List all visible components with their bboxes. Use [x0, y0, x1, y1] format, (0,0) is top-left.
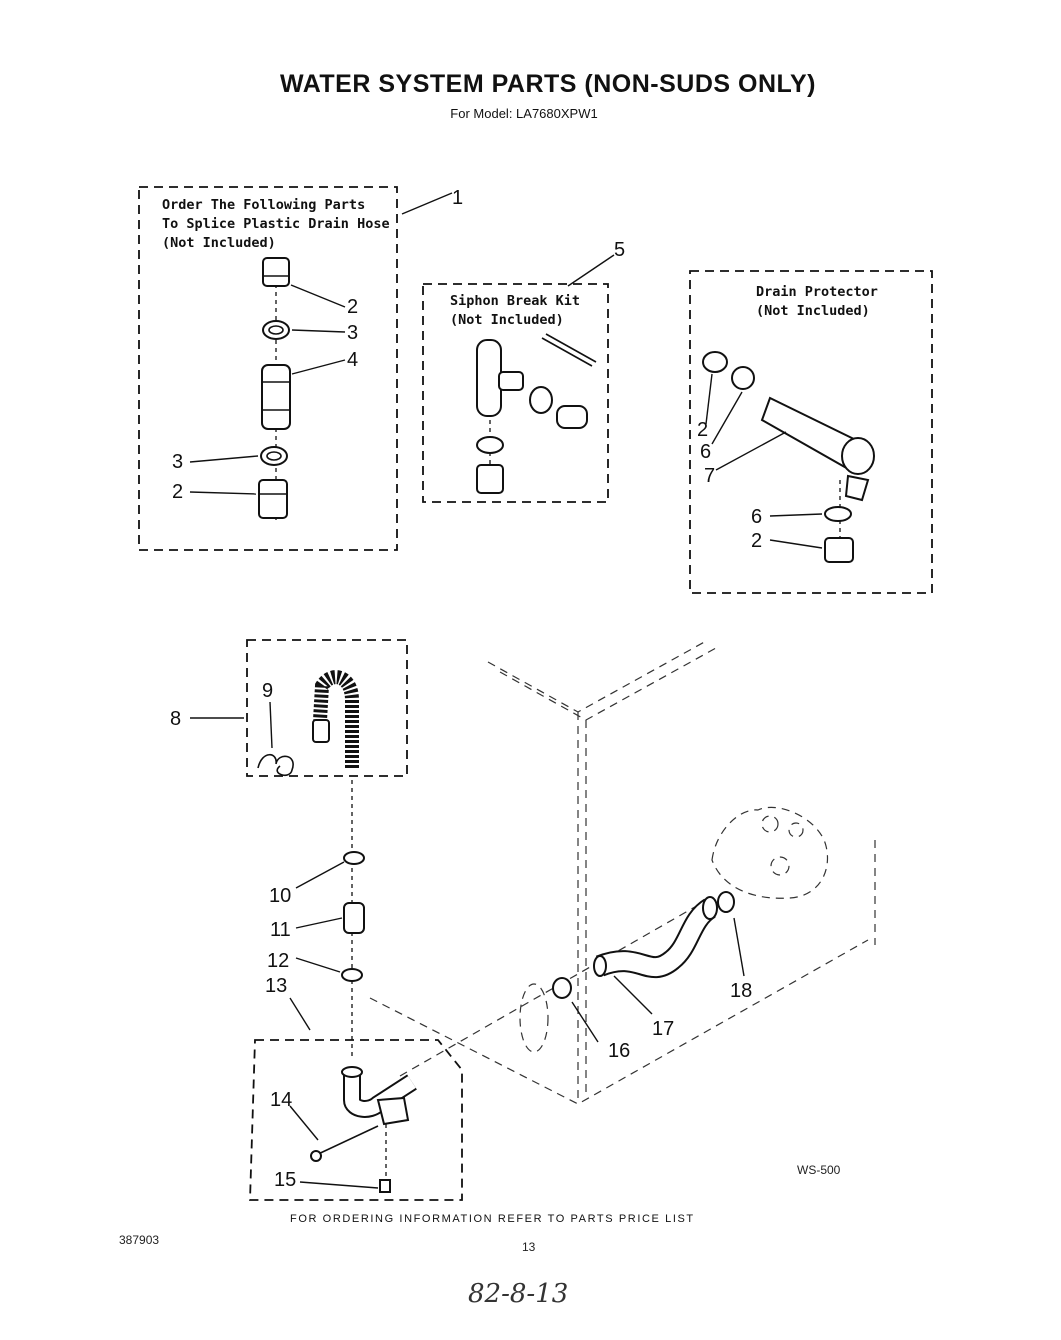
callout-16: 16	[608, 1040, 630, 1062]
washer-cabinet-outline	[369, 639, 876, 1105]
handwritten-note: 82-8-13	[468, 1279, 568, 1309]
callout-2: 2	[697, 419, 708, 441]
part-adapter-11	[343, 902, 365, 934]
part-hose-17	[593, 896, 718, 979]
ordering-note: FOR ORDERING INFORMATION REFER TO PARTS …	[290, 1213, 695, 1225]
callout-3: 3	[172, 451, 183, 473]
drain-hose-kit-box	[246, 639, 408, 777]
callout-18-leader	[733, 917, 745, 977]
callout-9: 9	[262, 680, 273, 702]
part-adapter-bottom	[258, 479, 288, 519]
callout-16-leader	[571, 1001, 599, 1043]
callout-2: 2	[172, 481, 183, 503]
callout-13-leader	[289, 997, 311, 1031]
part-siphon-pin	[541, 333, 597, 367]
document-number: 387903	[119, 1233, 159, 1247]
callout-8: 8	[170, 708, 181, 730]
page-title: WATER SYSTEM PARTS (NON-SUDS ONLY)	[280, 70, 816, 98]
callout-15: 15	[274, 1169, 296, 1191]
callout-2: 2	[751, 530, 762, 552]
callout-12: 12	[267, 950, 289, 972]
callout-3: 3	[347, 322, 358, 344]
drawing-code: WS-500	[797, 1163, 841, 1177]
part-siphon-ring	[476, 436, 504, 454]
part-drain-elbow	[341, 1066, 417, 1126]
splice-kit-box: Order The Following Parts To Splice Plas…	[138, 186, 398, 551]
part-protector-clamp-lower	[824, 506, 852, 522]
part-drain-hose	[312, 670, 359, 768]
part-connector	[261, 364, 291, 430]
callout-14: 14	[270, 1089, 292, 1111]
callout-4: 4	[347, 349, 358, 371]
drain-assembly-box	[249, 1039, 463, 1201]
part-siphon-tee	[476, 339, 524, 417]
protector-box-label-1: Drain Protector	[756, 284, 878, 300]
outlet-outline	[519, 983, 549, 1053]
part-drain-protector	[760, 396, 875, 502]
callout-2: 2	[347, 296, 358, 318]
callout-1-leader	[401, 192, 453, 215]
callout-18: 18	[730, 980, 752, 1002]
protector-box-label-2: (Not Included)	[756, 303, 870, 319]
callout-7: 7	[704, 465, 715, 487]
drain-protector-box: Drain Protector (Not Included)	[689, 270, 933, 594]
callout-6: 6	[751, 506, 762, 528]
siphon-box-label-1: Siphon Break Kit	[450, 293, 580, 309]
part-hose-clip	[257, 753, 294, 777]
callout-5-leader	[567, 254, 615, 287]
part-clamp-top	[262, 320, 290, 340]
part-siphon-adapter	[556, 405, 588, 429]
part-protector-adapter-lower	[824, 537, 854, 563]
splice-box-label-2: To Splice Plastic Drain Hose	[162, 216, 390, 232]
siphon-box-label-2: (Not Included)	[450, 312, 564, 328]
part-clamp-10	[343, 851, 365, 865]
callout-6: 6	[700, 441, 711, 463]
splice-box-label-3: (Not Included)	[162, 235, 276, 251]
callout-10-leader	[295, 861, 345, 889]
part-siphon-cap	[476, 464, 504, 494]
part-clamp-bottom	[260, 446, 288, 466]
part-clamp-12	[341, 968, 363, 982]
part-protector-clamp	[731, 366, 755, 390]
callout-10: 10	[269, 885, 291, 907]
part-nut	[379, 1179, 391, 1193]
model-number: For Model: LA7680XPW1	[450, 106, 597, 121]
callout-17: 17	[652, 1018, 674, 1040]
callout-15-leader	[299, 1181, 379, 1189]
part-adapter-top	[262, 257, 290, 287]
siphon-break-kit-box: Siphon Break Kit (Not Included)	[422, 283, 609, 503]
callout-1: 1	[452, 187, 463, 209]
callout-11: 11	[270, 919, 291, 941]
callout-12-leader	[295, 957, 341, 973]
callout-5: 5	[614, 239, 625, 261]
part-siphon-clamp	[529, 386, 553, 414]
pump-outline	[711, 806, 829, 899]
part-protector-adapter	[702, 351, 728, 373]
callout-11-leader	[295, 917, 343, 929]
part-clamp-18	[717, 891, 735, 913]
callout-13: 13	[265, 975, 287, 997]
callout-14-leader	[289, 1105, 319, 1141]
callout-17-leader	[613, 975, 653, 1015]
part-clamp-16	[552, 977, 572, 999]
part-screw	[310, 1125, 379, 1162]
splice-box-label-1: Order The Following Parts	[162, 197, 365, 213]
page-number: 13	[522, 1240, 536, 1254]
